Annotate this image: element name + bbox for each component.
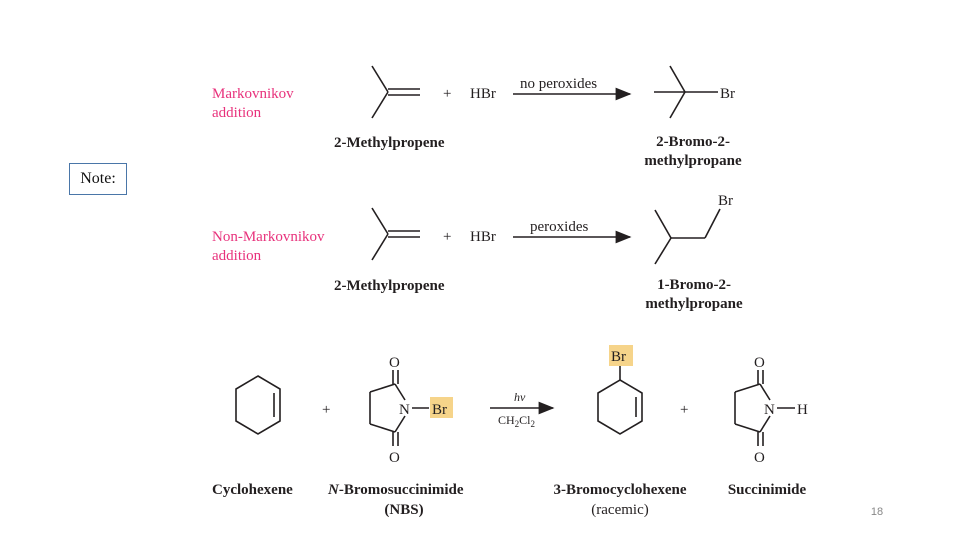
page-number: 18 — [870, 506, 884, 518]
bromo-methylpropane-structure — [654, 65, 718, 119]
product-name-1-line1: 2-Bromo-2- — [656, 134, 730, 150]
name-racemic: (racemic) — [591, 502, 648, 518]
br-highlight-product — [609, 345, 633, 366]
name-nbs-abbr: (NBS) — [384, 502, 423, 518]
condition-no-peroxides: no peroxides — [520, 76, 597, 92]
nbs-oxygen-top: O — [389, 355, 400, 371]
non-markovnikov-label-line1: Non-Markovnikov — [212, 229, 325, 245]
reactant-name-1: 2-Methylpropene — [334, 135, 445, 151]
succinimide-oxygen-bottom: O — [754, 450, 765, 466]
cyclohexene-structure — [235, 375, 281, 435]
markovnikov-label-line2: addition — [212, 105, 262, 121]
name-succinimide: Succinimide — [728, 482, 807, 498]
bromo-methylpropane-1-structure — [654, 208, 721, 265]
succinimide-hydrogen: H — [797, 402, 808, 418]
name-nbs: N-Bromosuccinimide — [327, 482, 464, 498]
succinimide-nitrogen: N — [764, 402, 775, 418]
product-bromine: Br — [611, 349, 626, 365]
succinimide-oxygen-top: O — [754, 355, 765, 371]
markovnikov-label-line1: Markovnikov — [212, 86, 294, 102]
non-markovnikov-label-line2: addition — [212, 248, 262, 264]
bromocyclohexene-structure — [597, 366, 643, 435]
hbr-reagent-1: HBr — [470, 86, 496, 102]
condition-light: hν — [514, 390, 526, 404]
condition-peroxides: peroxides — [530, 219, 588, 235]
plus-sign-1: + — [443, 86, 451, 102]
br-atom-product-1: Br — [720, 86, 735, 102]
succinimide-structure — [734, 370, 795, 446]
methylpropene-structure-1 — [371, 65, 420, 119]
br-atom-product-2: Br — [718, 193, 733, 209]
nbs-nitrogen: N — [399, 402, 410, 418]
product-name-2-line2: methylpropane — [645, 296, 743, 312]
nbs-oxygen-bottom: O — [389, 450, 400, 466]
plus-sign-2: + — [443, 229, 451, 245]
reactant-name-2: 2-Methylpropene — [334, 278, 445, 294]
hbr-reagent-2: HBr — [470, 229, 496, 245]
product-name-1-line2: methylpropane — [644, 153, 742, 169]
br-highlight-nbs — [430, 397, 453, 418]
note-box: Note: — [69, 163, 127, 195]
note-label: Note: — [80, 170, 116, 187]
product-name-2-line1: 1-Bromo-2- — [657, 277, 731, 293]
condition-solvent: CH2Cl2 — [498, 413, 535, 429]
plus-sign-4: + — [680, 402, 688, 418]
methylpropene-structure-2 — [371, 207, 420, 261]
nbs-bromine: Br — [432, 402, 447, 418]
nbs-structure — [369, 370, 429, 446]
name-cyclohexene: Cyclohexene — [212, 482, 293, 498]
name-bromocyclohexene: 3-Bromocyclohexene — [553, 482, 686, 498]
plus-sign-3: + — [322, 402, 330, 418]
